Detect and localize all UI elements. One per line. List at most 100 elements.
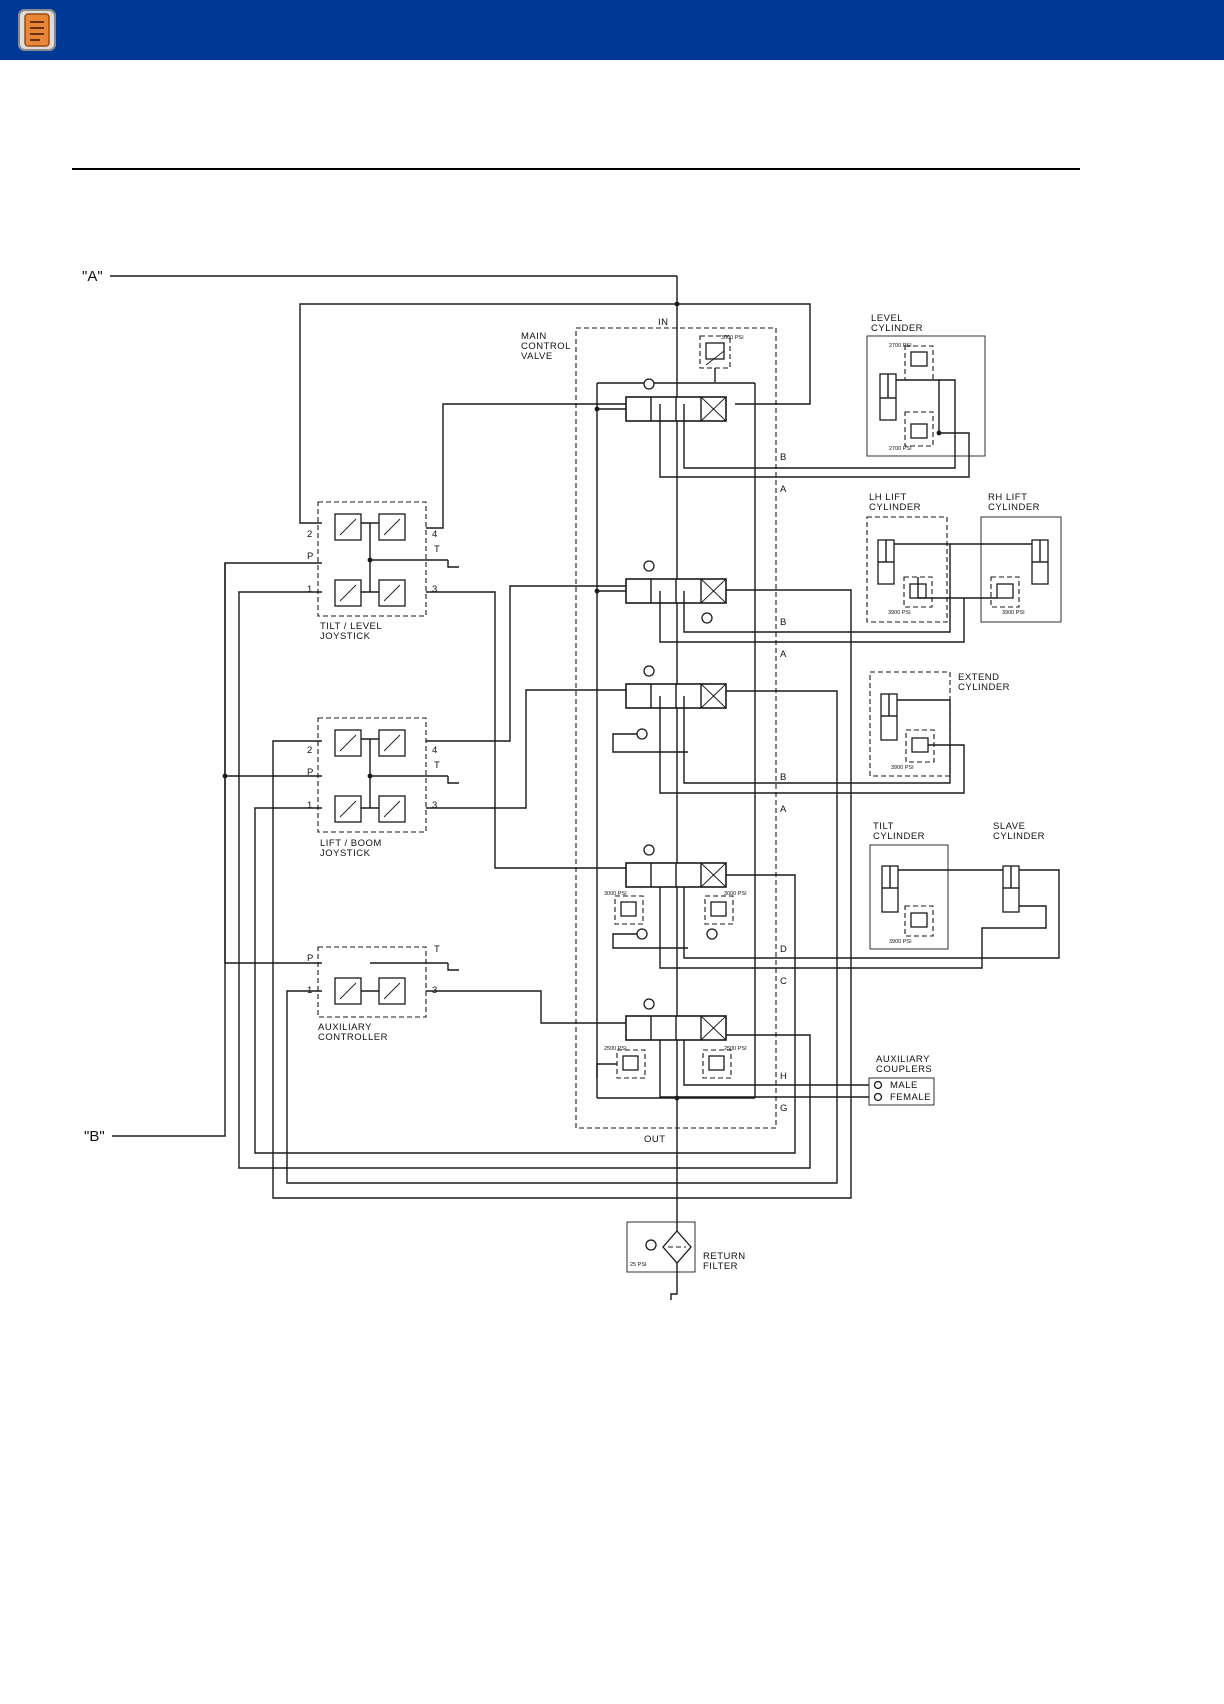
main-relief-valve	[705, 342, 725, 360]
tilt-relief	[910, 912, 928, 928]
check-valve-5	[643, 998, 655, 1010]
level-cyl-label-1: LEVEL	[871, 313, 903, 324]
tilt-cyl-frame	[869, 844, 949, 950]
spool-3-bypass	[612, 733, 688, 753]
filter-tank-symbol	[670, 1292, 678, 1300]
lbj-port-t: T	[434, 760, 440, 771]
tlj-diag-4	[383, 584, 401, 602]
filter-bypass-label: 25 PSI	[630, 1262, 647, 1268]
pilot-line-lbj-4	[426, 585, 626, 742]
lbj-diag-1	[339, 734, 357, 752]
spool-4-bypass	[612, 933, 688, 949]
junction-8	[936, 430, 942, 436]
rh-lift-relief-frame	[990, 576, 1020, 608]
coupler-female-label: FEMALE	[890, 1092, 931, 1103]
lbj-label-2: JOYSTICK	[320, 848, 371, 859]
male-coupler-icon	[873, 1080, 883, 1090]
tlj-label-2: JOYSTICK	[320, 631, 371, 642]
line-level-b	[659, 404, 970, 478]
aux-diag-2	[383, 982, 401, 1000]
lbj-port-3: 3	[432, 800, 438, 811]
relief-4-left-frame	[614, 895, 644, 925]
extend-relief	[911, 737, 929, 753]
line-aux-h	[683, 1040, 869, 1086]
port-b-3: B	[780, 772, 787, 783]
return-filter-frame	[626, 1221, 696, 1273]
rh-lift-relief-label: 3900 PSI	[1002, 610, 1025, 616]
pilot-line-lbj-1	[254, 807, 796, 1154]
lift-boom-joystick: 2 P 1 4 T 3 LIFT / BOOM JOYSTICK	[307, 717, 459, 859]
rh-lift-frame	[980, 516, 1062, 623]
spool-1-cross-b	[700, 396, 727, 422]
top-bar	[0, 0, 1224, 60]
relief-4-right	[710, 901, 727, 917]
level-relief-bottom-frame	[904, 411, 934, 447]
level-relief-top-label: 2700 PSI	[889, 343, 912, 349]
spool-section-1	[597, 378, 727, 422]
line-tilt-a	[683, 869, 1060, 959]
lh-lift-label-2: CYLINDER	[869, 502, 921, 513]
lbj-label-1: LIFT / BOOM	[320, 838, 382, 849]
tlj-diag-1	[339, 518, 357, 536]
spool-4-cross-b	[700, 862, 727, 888]
aux-port-t: T	[434, 944, 440, 955]
lift-boom-frame	[317, 717, 427, 833]
check-valve-2b	[701, 612, 713, 624]
check-valve-1	[643, 378, 655, 390]
tilt-cylinder: TILT CYLINDER 3900 PSI	[869, 821, 949, 950]
slave-cylinder: SLAVE CYLINDER	[659, 821, 1060, 969]
aux-controller-frame	[317, 946, 427, 1018]
pilot-line-aux-1	[286, 690, 838, 1184]
aux-tank-symbol	[447, 963, 459, 971]
tlj-label-1: TILT / LEVEL	[320, 621, 382, 632]
line-extend-b	[659, 696, 965, 794]
port-h: H	[780, 1071, 787, 1082]
level-relief-top	[910, 351, 928, 367]
level-relief-bottom-label: 2700 PSI	[889, 446, 912, 452]
port-g: G	[780, 1103, 788, 1114]
lh-lift-frame	[866, 516, 948, 623]
tlj-tank-symbol	[447, 560, 459, 568]
relief-5-right-frame	[702, 1049, 732, 1079]
ref-a-label: "A"	[82, 268, 103, 285]
junction-6	[594, 406, 600, 412]
relief-5-right-label: 2500 PSI	[724, 1046, 747, 1052]
extend-label-2: CYLINDER	[958, 682, 1010, 693]
lift-relief-link	[917, 577, 997, 599]
tilt-relief-frame	[904, 905, 934, 937]
line-lift-b	[659, 591, 965, 643]
port-c: C	[780, 976, 787, 987]
rh-lift-label-1: RH LIFT	[988, 492, 1027, 503]
pilot-line-tlj-3	[426, 591, 626, 869]
aux-label-2: CONTROLLER	[318, 1032, 388, 1043]
lbj-diag-2	[383, 734, 401, 752]
document-icon[interactable]	[18, 9, 56, 51]
relief-5-left	[622, 1055, 639, 1071]
lbj-tank-symbol	[447, 776, 459, 784]
filter-bypass-check	[645, 1239, 657, 1251]
check-valve-4c	[706, 928, 718, 940]
header-divider	[72, 168, 1080, 170]
pilot-line-lbj-2	[272, 589, 852, 1199]
port-b-2: B	[780, 617, 787, 628]
lh-lift-relief-label: 3900 PSI	[888, 610, 911, 616]
port-a-3: A	[780, 804, 787, 815]
line-lift-a	[683, 544, 951, 633]
lbj-port-p: P	[307, 767, 314, 778]
spool-5-left-drain	[596, 1063, 617, 1078]
ref-b-label: "B"	[84, 1128, 105, 1145]
spool-2-cross-b	[700, 578, 727, 604]
junction-2	[222, 773, 228, 779]
tlj-port-2: 2	[307, 529, 313, 540]
junction-5	[674, 1095, 680, 1101]
line-aux-g	[659, 1040, 869, 1098]
mcv-in-label: IN	[658, 317, 669, 328]
tlj-diag-3	[339, 584, 357, 602]
main-control-valve-frame	[575, 327, 777, 1129]
tilt-cyl-label-1: TILT	[873, 821, 894, 832]
relief-4-right-label: 3000 PSI	[724, 891, 747, 897]
spool-section-4: 3000 PSI 3000 PSI	[604, 844, 747, 949]
junction-1	[674, 301, 680, 307]
lbj-port-2: 2	[307, 745, 313, 756]
